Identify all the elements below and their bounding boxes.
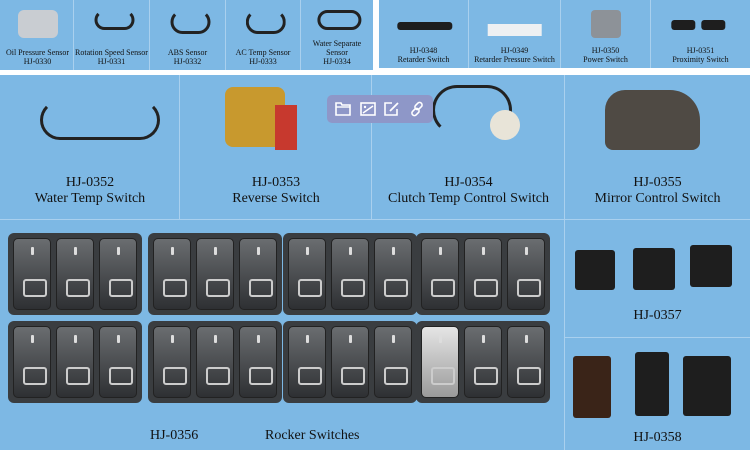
rocker-group <box>8 233 142 315</box>
product-name: Rocker Switches <box>265 428 360 443</box>
product-code: HJ-0352 <box>65 175 115 190</box>
edit-icon[interactable] <box>383 100 401 118</box>
product-code: HJ-0348 <box>409 46 438 55</box>
product-name: Reverse Switch <box>232 191 320 206</box>
product-code: HJ-0349 <box>500 46 529 55</box>
product-code: HJ-0353 <box>251 175 301 190</box>
product-code: HJ-0331 <box>97 57 126 66</box>
image-toolbar <box>327 95 433 123</box>
product-name: Mirror Control Switch <box>594 191 721 206</box>
product-name: Proximity Switch <box>672 55 729 64</box>
product-hj-0358: HJ-0358 <box>565 338 750 450</box>
rocker-group <box>416 233 550 315</box>
rocker-group <box>283 233 417 315</box>
product-name: Water Temp Switch <box>34 191 146 206</box>
product-code: HJ-0350 <box>591 46 620 55</box>
product-image <box>165 10 210 38</box>
product-code: HJ-0332 <box>173 57 202 66</box>
product-image <box>670 10 730 38</box>
product-code: HJ-0357 <box>633 308 682 323</box>
product-code: HJ-0355 <box>633 175 682 190</box>
product-hj-0357: HJ-0357 <box>565 220 750 338</box>
rocker-group <box>283 321 417 403</box>
product-code: HJ-0351 <box>686 46 715 55</box>
product-image <box>89 10 134 38</box>
product-name: Retarder Switch <box>397 55 450 64</box>
rocker-group <box>8 321 142 403</box>
rocker-switches: HJ-0356 Rocker Switches <box>0 220 565 450</box>
product-name: Clutch Temp Control Switch <box>388 191 549 206</box>
rocker-group <box>148 233 282 315</box>
product-code: HJ-0333 <box>249 57 277 66</box>
product-image <box>40 100 160 140</box>
image-icon[interactable] <box>359 100 377 118</box>
product-name: ABS Sensor <box>167 48 208 57</box>
link-icon[interactable] <box>408 100 426 118</box>
product-image <box>590 10 621 38</box>
product-image <box>17 10 58 38</box>
product-image <box>396 10 452 38</box>
rocker-group <box>148 321 282 403</box>
product-image <box>315 10 362 38</box>
folder-icon[interactable] <box>334 100 352 118</box>
product-name: Rotation Speed Sensor <box>75 48 148 57</box>
product-name: AC Temp Sensor <box>235 48 291 57</box>
product-name: Retarder Pressure Switch <box>474 55 555 64</box>
product-code: HJ-0358 <box>633 430 682 445</box>
product-image <box>241 10 286 38</box>
product-image <box>487 24 542 36</box>
product-name: Water Separate Sensor <box>312 39 362 57</box>
product-name: Oil Pressure Sensor <box>5 48 70 57</box>
product-code: HJ-0356 <box>150 428 199 443</box>
product-code: HJ-0354 <box>444 175 493 190</box>
rocker-group <box>416 321 550 403</box>
product-code: HJ-0334 <box>323 57 351 66</box>
product-name: Power Switch <box>583 55 628 64</box>
product-code: HJ-0330 <box>23 57 52 66</box>
product-image <box>605 90 700 150</box>
